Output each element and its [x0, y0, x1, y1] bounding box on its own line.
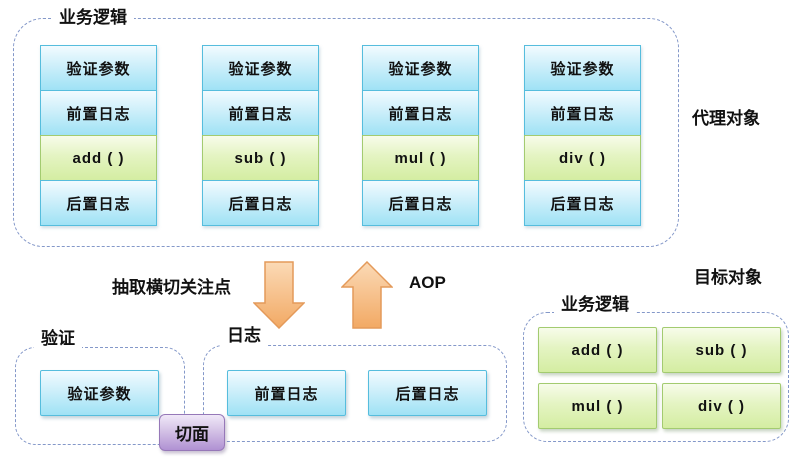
- cell-validate-params: 验证参数: [202, 45, 319, 91]
- cell-validate-params: 验证参数: [362, 45, 479, 91]
- validation-group-label: 验证: [34, 328, 82, 350]
- target-group-box: [523, 312, 789, 442]
- post-log-box: 后置日志: [368, 370, 487, 416]
- cell-pre-log: 前置日志: [40, 90, 157, 136]
- cell-method-div: div ( ): [524, 135, 641, 181]
- cell-post-log: 后置日志: [524, 180, 641, 226]
- cell-pre-log: 前置日志: [202, 90, 319, 136]
- logging-group-box: [203, 345, 507, 442]
- target-title: 目标对象: [694, 268, 762, 287]
- proxy-side-label: 代理对象: [692, 109, 760, 128]
- pre-log-box: 前置日志: [227, 370, 346, 416]
- cell-post-log: 后置日志: [362, 180, 479, 226]
- cell-pre-log: 前置日志: [524, 90, 641, 136]
- target-group-label: 业务逻辑: [554, 294, 636, 316]
- cell-method-mul: mul ( ): [362, 135, 479, 181]
- logging-group-label: 日志: [220, 325, 268, 347]
- cell-pre-log: 前置日志: [362, 90, 479, 136]
- validation-group-box: [15, 347, 185, 445]
- proxy-column-div: 验证参数 前置日志 div ( ) 后置日志: [524, 45, 641, 226]
- method-box-mul: mul ( ): [538, 383, 657, 429]
- method-box-add: add ( ): [538, 327, 657, 373]
- cell-method-sub: sub ( ): [202, 135, 319, 181]
- cell-method-add: add ( ): [40, 135, 157, 181]
- aspect-badge: 切面: [159, 414, 225, 451]
- method-box-div: div ( ): [662, 383, 781, 429]
- proxy-group-label: 业务逻辑: [52, 7, 134, 29]
- arrow-up-icon: [341, 261, 393, 329]
- arrow-down-icon: [253, 261, 305, 329]
- cell-post-log: 后置日志: [40, 180, 157, 226]
- aop-label: AOP: [409, 273, 446, 292]
- cell-validate-params: 验证参数: [40, 45, 157, 91]
- method-box-sub: sub ( ): [662, 327, 781, 373]
- cell-post-log: 后置日志: [202, 180, 319, 226]
- validate-params-box: 验证参数: [40, 370, 159, 416]
- proxy-column-sub: 验证参数 前置日志 sub ( ) 后置日志: [202, 45, 319, 226]
- extract-label: 抽取横切关注点: [112, 278, 231, 297]
- proxy-column-mul: 验证参数 前置日志 mul ( ) 后置日志: [362, 45, 479, 226]
- cell-validate-params: 验证参数: [524, 45, 641, 91]
- proxy-column-add: 验证参数 前置日志 add ( ) 后置日志: [40, 45, 157, 226]
- proxy-group-box: [13, 18, 679, 247]
